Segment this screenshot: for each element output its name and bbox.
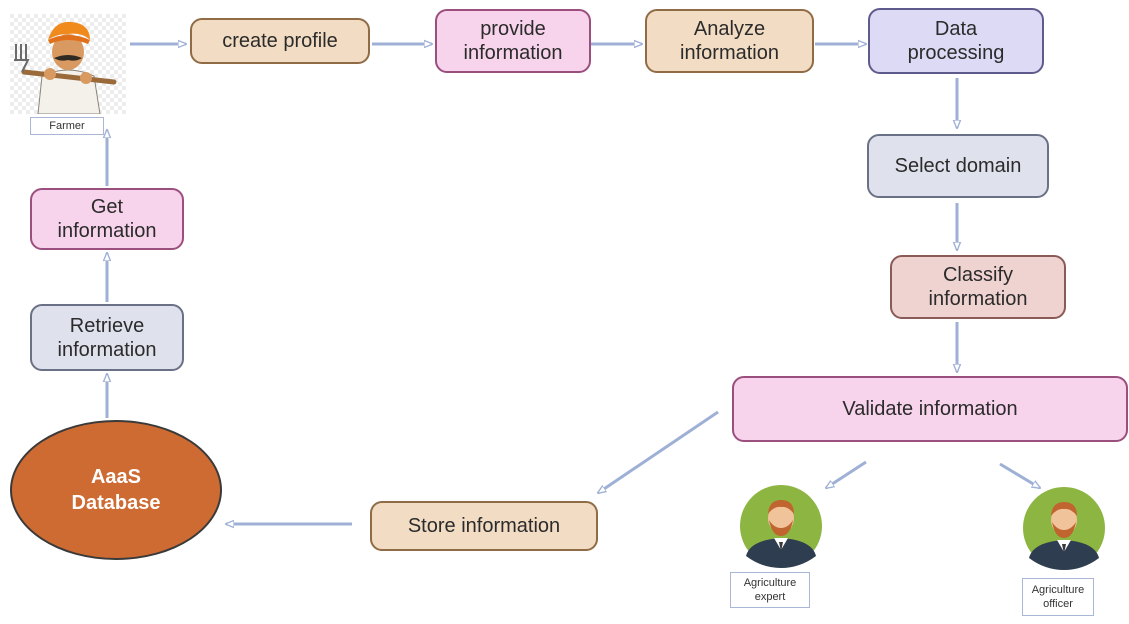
retrieve-information-label: Retrieve information — [57, 314, 157, 361]
provide-information-label: provide information — [463, 18, 563, 64]
arrow-validate-to-officer — [999, 462, 1040, 488]
classify-information-label: Classify information — [928, 264, 1028, 310]
analyze-information-step[interactable]: Analyze information — [645, 9, 814, 73]
select-domain-step[interactable]: Select domain — [867, 134, 1049, 198]
select-domain-label: Select domain — [894, 155, 1022, 177]
agriculture-officer-icon — [1023, 487, 1105, 570]
store-information-step[interactable]: Store information — [370, 501, 598, 551]
get-information-step[interactable]: Get information — [30, 188, 184, 250]
agriculture-expert-icon — [740, 485, 822, 568]
farmer-label: Farmer — [30, 117, 104, 135]
agriculture-officer-label: Agriculture officer — [1022, 578, 1094, 616]
retrieve-information-step[interactable]: Retrieve information — [30, 304, 184, 371]
store-information-label: Store information — [407, 515, 561, 537]
database-label: AaaS Database — [71, 466, 161, 514]
agriculture-expert-label: Agriculture expert — [730, 572, 810, 608]
provide-information-step[interactable]: provide information — [435, 9, 591, 73]
validate-information-step[interactable]: Validate information — [732, 376, 1128, 442]
validate-information-label: Validate information — [842, 398, 1018, 420]
farmer-icon — [10, 14, 126, 114]
classify-information-step[interactable]: Classify information — [890, 255, 1066, 319]
aaas-database[interactable]: AaaS Database — [10, 420, 222, 560]
data-processing-label: Data processing — [907, 18, 1005, 64]
arrow-validate-to-store — [598, 410, 719, 493]
create-profile-step[interactable]: create profile — [190, 18, 370, 64]
get-information-label: Get information — [57, 196, 157, 242]
analyze-information-label: Analyze information — [680, 18, 779, 64]
data-processing-step[interactable]: Data processing — [868, 8, 1044, 74]
create-profile-label: create profile — [222, 30, 338, 52]
arrow-validate-to-expert — [826, 460, 867, 488]
